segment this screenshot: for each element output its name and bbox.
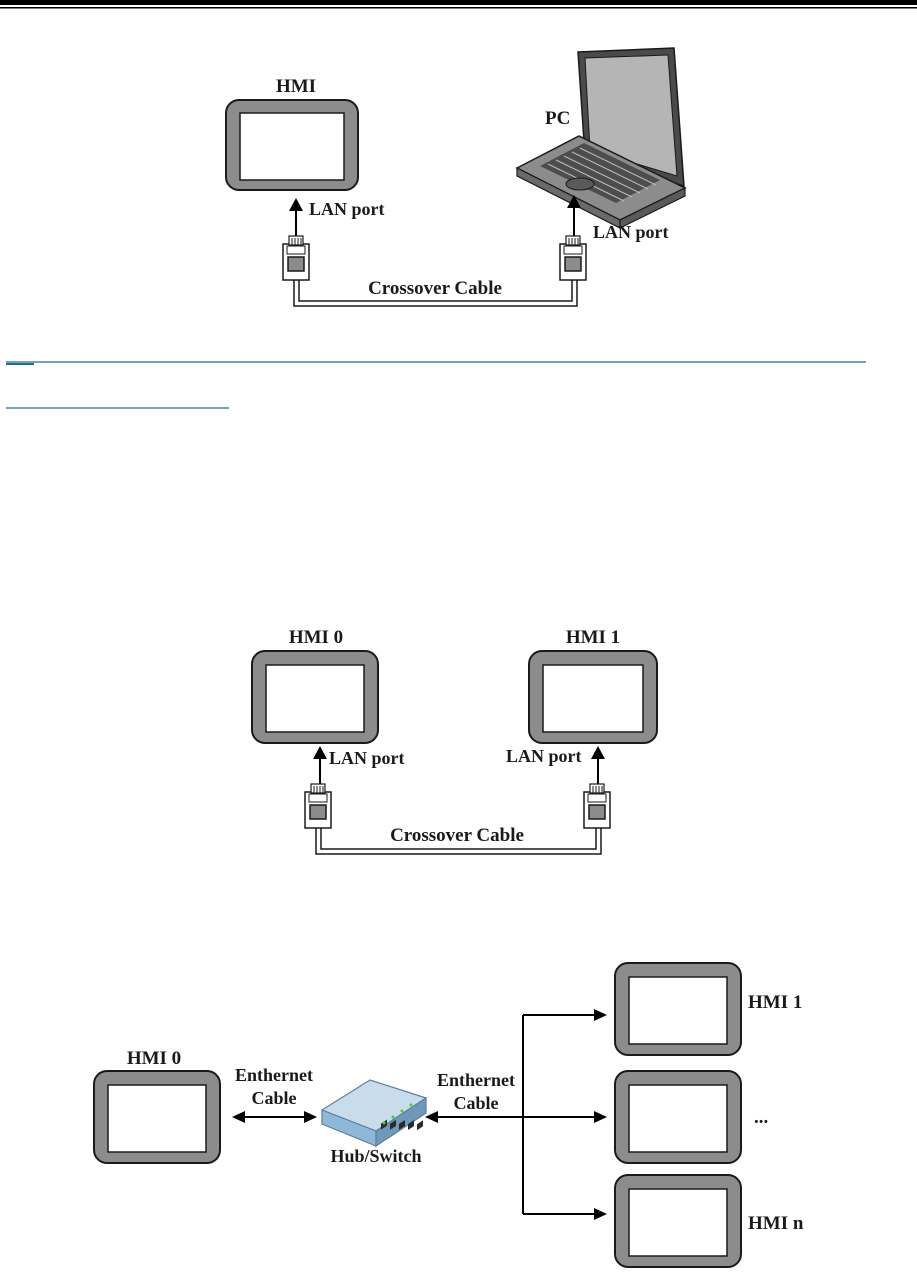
ethernet-cable-left-label-line2: Cable [252, 1088, 297, 1108]
hmi-label: HMI [276, 76, 316, 97]
pc-label: PC [545, 108, 570, 129]
hub-switch-icon [320, 1079, 428, 1148]
rj45-connector-icon [304, 783, 332, 829]
ethernet-cable-right-label-line1: Enthernet [437, 1070, 515, 1090]
crossover-cable [293, 280, 578, 307]
hmi-port-arrow [289, 198, 303, 236]
diagram-hub-switch-network: HMI 0 Enthernet Cable [93, 962, 804, 1268]
laptop-pc-icon [515, 47, 687, 229]
crossover-cable-label: Crossover Cable [390, 825, 524, 846]
hmi1-label: HMI 1 [748, 992, 802, 1013]
hmi-middle-screen [614, 1070, 742, 1164]
hmi1-label: HMI 1 [566, 627, 620, 648]
rj45-connector-icon [583, 783, 611, 829]
hmi1-screen [614, 962, 742, 1056]
pc-lan-port-label: LAN port [593, 222, 669, 242]
hmi0-port-arrow [313, 746, 327, 784]
hmi-lan-port-label: LAN port [309, 199, 385, 219]
pc-port-arrow [567, 195, 581, 238]
hmi1-screen [528, 650, 658, 744]
hmin-label: HMI n [748, 1213, 804, 1234]
crossover-cable [315, 828, 602, 855]
hmi0-lan-port-label: LAN port [329, 748, 405, 768]
network-branch-lines [425, 1009, 607, 1220]
ethernet-cable-right-label-line2: Cable [454, 1093, 499, 1113]
rj45-connector-icon [559, 235, 587, 281]
crossover-cable-label: Crossover Cable [368, 278, 502, 299]
hmi0-label: HMI 0 [289, 627, 343, 648]
link-rule [6, 361, 866, 409]
hmi-ellipsis-label: ... [754, 1107, 768, 1128]
hmi0-screen [93, 1070, 221, 1164]
diagram-hmi-pc-crossover: HMI LAN port [225, 47, 687, 307]
hmi0-label: HMI 0 [127, 1048, 181, 1069]
rj45-connector-icon [282, 235, 310, 281]
hub-switch-label: Hub/Switch [330, 1146, 421, 1166]
ethernet-cable-left-label-line1: Enthernet [235, 1065, 313, 1085]
hmi0-screen [251, 650, 379, 744]
hmi1-port-arrow [591, 746, 605, 784]
double-arrow-left [232, 1111, 317, 1123]
hmi1-lan-port-label: LAN port [506, 746, 582, 766]
header-rule [0, 0, 917, 9]
hmi-screen [225, 99, 359, 191]
hmin-screen [614, 1174, 742, 1268]
diagram-hmi-hmi-crossover: HMI 0 HMI 1 LAN port LAN port Crossover … [251, 627, 658, 855]
